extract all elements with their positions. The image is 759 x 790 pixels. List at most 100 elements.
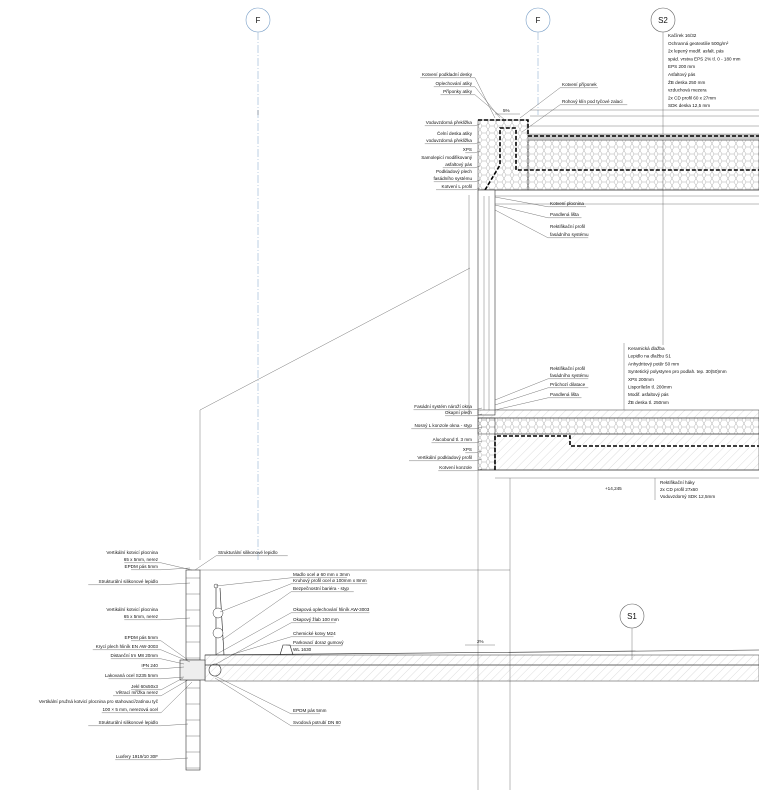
callout-label: Čelní deska atiky [437, 130, 473, 136]
callout-text: EPDM pás 5mm [125, 564, 159, 569]
svg-text:S1: S1 [627, 612, 637, 621]
axis-bubble-f-right: F [525, 7, 551, 33]
leader-line [214, 612, 292, 656]
callout-label: Pandlená lišta [494, 204, 582, 219]
callout-label: Luxfery 1919/10 30F [115, 754, 189, 760]
callout-label: EPDM pás 5mm [214, 675, 327, 714]
leader-line [474, 468, 483, 471]
callout-label: Voduvzdorná překližka [424, 120, 481, 127]
callout-text: Kotvení L profil [442, 184, 472, 189]
leader-line [474, 165, 481, 168]
callout-text: XPS [463, 447, 472, 452]
leader-line [521, 104, 561, 133]
callout-text: Kotvení konzole [439, 465, 472, 470]
leader-line [214, 675, 292, 714]
elevation-mark: +14,245 [605, 486, 622, 491]
composition-line: vzduchová mezera [668, 88, 707, 93]
callout-label: fasádního systému [494, 209, 589, 239]
callout-text: Rektifikační profil [550, 224, 585, 229]
facade-column [468, 189, 496, 416]
roof-parapet [477, 109, 759, 205]
callout-text: XPS [463, 147, 472, 152]
callout-text: 65 x 5mm, nerez [124, 614, 159, 619]
callout-label: WL 1630 [293, 647, 312, 652]
callout-text: Strukturální silikonové lepidlo [218, 550, 278, 555]
callout-label: Strukturální silikonové lepidlo [88, 579, 191, 585]
callout-text: Jekl 60x50x3 [131, 684, 158, 689]
composition-line: ŽB deska 250 mm [668, 78, 705, 85]
callout-label: Vertikální kotvicí plocnina [106, 550, 158, 555]
leader-line [474, 86, 501, 119]
callout-text: 65 x 5mm, nerez [124, 557, 159, 562]
callout-label: Krycí plech hliník EN AW-3003 [92, 644, 191, 663]
composition-line: SDK deska 12,5 mm [668, 103, 710, 108]
callout-text: Madlo ocel ø 60 mm x 3mm [293, 572, 350, 577]
leader-line [474, 440, 483, 443]
composition-line: Keramická dlažba [628, 346, 665, 351]
leader-line [474, 150, 481, 153]
glass-block-wall [179, 569, 206, 771]
callout-text: WL 1630 [293, 647, 312, 652]
callout-label: 65 x 5mm, nerez [124, 614, 191, 620]
composition-line: Voduvzdorný SDK 12,5mm [660, 494, 715, 499]
callout-text: Čelní deska atiky [437, 130, 473, 136]
railing [212, 583, 225, 656]
callout-label: Vertikální kotvicí plocnina [106, 607, 158, 612]
callout-text: Distanční trn M8 20mm [111, 653, 159, 658]
composition-line: XPS 200mm [628, 377, 654, 382]
callout-label: XPS [463, 447, 483, 453]
leader-line [160, 676, 185, 679]
callout-text: Parkovací doraz gumový [293, 640, 344, 645]
callout-label: asfaltový pás [442, 162, 481, 169]
callout-label: Samolepicí modifikovaný [421, 155, 473, 160]
callout-label: fasádního systému [433, 176, 481, 183]
leader-line [474, 179, 481, 182]
callout-text: Fasádní systém nároží okna [414, 404, 472, 409]
callout-text: Vertikální kotvicí plocnina [106, 607, 158, 612]
callout-text: Oplechování atiky [435, 81, 472, 86]
leader-line [160, 649, 191, 663]
callout-label: Bezpečnostní bariéra - styp [221, 586, 354, 641]
callout-text: fasádního systému [433, 176, 472, 181]
leader-line [160, 681, 193, 713]
callout-label: Pandlená lišta [494, 392, 582, 411]
leader-line [221, 591, 292, 641]
callout-text: asfaltový pás [445, 162, 473, 167]
callout-label: voduvzdorná překližka [424, 138, 481, 145]
callout-label: Jekl 60x50x3 [131, 677, 184, 690]
callout-label: EPDM pás 5mm [125, 635, 189, 661]
callout-label: Chemické kotvy M24 [229, 631, 336, 656]
axis-bubble-f-left: F [245, 7, 271, 33]
callout-text: Kruhový profil ocel ø 100mm x 8mm [293, 578, 367, 583]
leader-line [474, 77, 496, 119]
callout-label: IPN 240 [141, 663, 185, 669]
callout-label: Okapní plech [445, 410, 483, 416]
svg-text:F: F [536, 16, 541, 25]
callout-text: fasádního systému [550, 373, 589, 378]
callout-label: 100 × 5 mm, nerezová ocel [101, 681, 193, 713]
leader-line [494, 378, 549, 401]
callout-label: Strukturální silikonové lepidlo [194, 550, 288, 571]
composition-line: ŽB deska tl. 250mm [628, 398, 669, 405]
composition-line: 2x CD profil 60 x 27mm [668, 95, 716, 100]
callout-text: EPDM pás 5mm [125, 635, 159, 640]
callout-label: Rektifikační profil [550, 366, 585, 371]
callout-label: Distanční trn M8 20mm [111, 653, 185, 665]
callout-text: IPN 240 [141, 663, 158, 668]
callout-label: Svodová potrubí DN 80 [214, 677, 341, 726]
composition-line: 2x lepený modif. asfalt. pás [668, 49, 724, 54]
callout-text: Rektifikační profil [550, 366, 585, 371]
leader-line [474, 450, 483, 453]
callout-label: EPDM pás 5mm [125, 564, 191, 570]
callout-label: Nosný L konzole okna - styp [411, 423, 483, 429]
leader-line [474, 407, 483, 410]
building-outline [199, 110, 511, 790]
callout-label: Lakovaná ocel S235 5mm [105, 673, 185, 679]
leader-line [519, 87, 561, 119]
callout-text: Podkladový plech [436, 169, 472, 174]
callout-text: Příponky atiky [443, 89, 473, 94]
callout-label: Okapová oplechování hliník AW-3003 [214, 607, 370, 656]
